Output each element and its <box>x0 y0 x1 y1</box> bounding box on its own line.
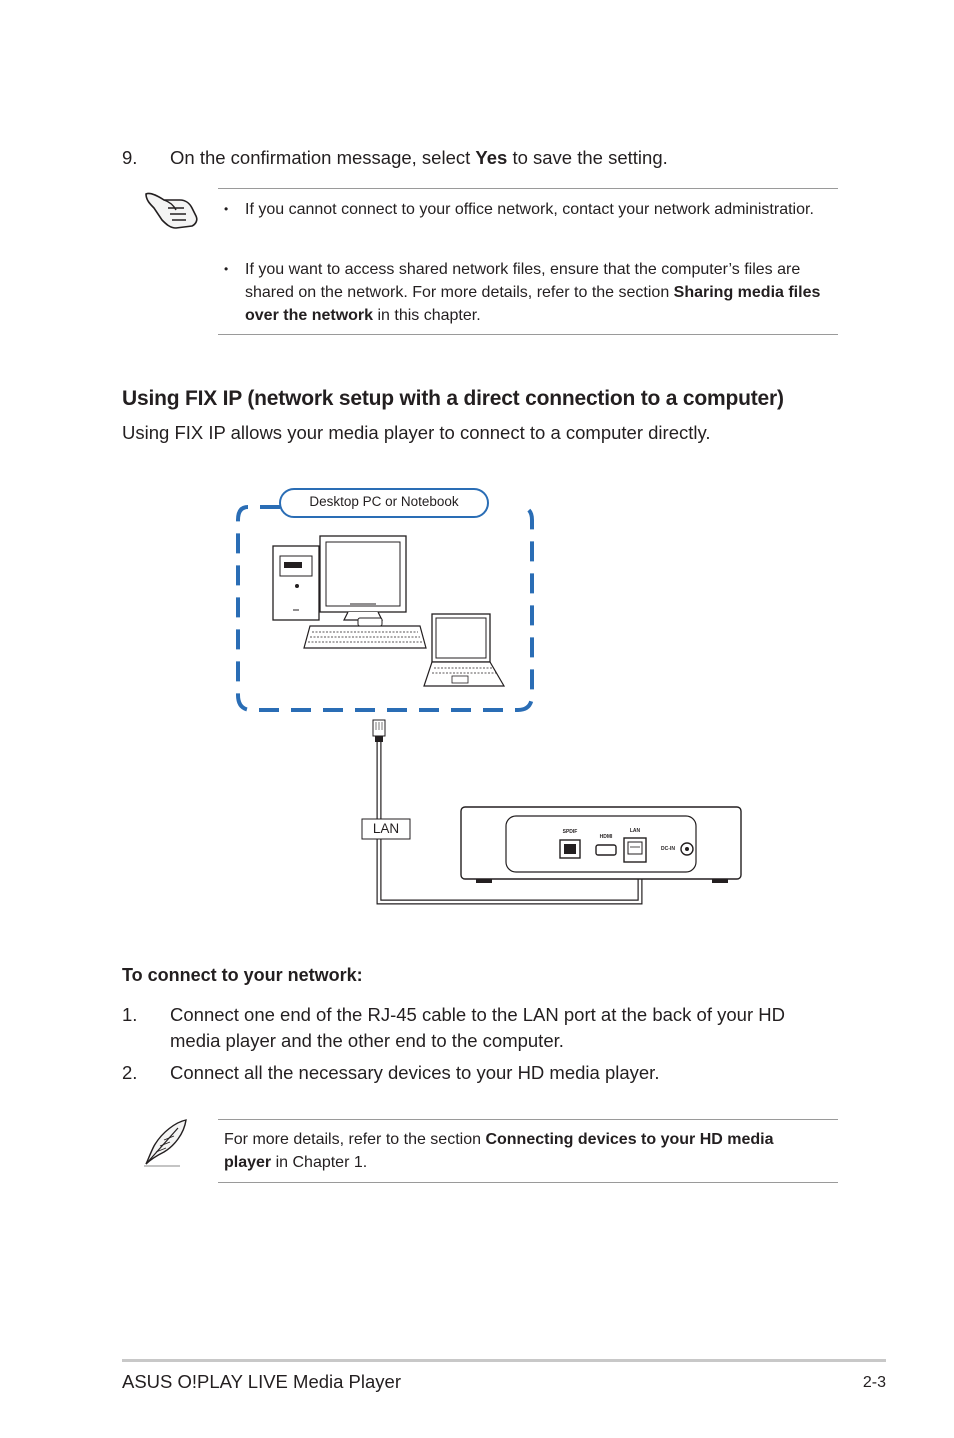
feather-pen-icon <box>140 1116 192 1168</box>
page-number: 2-3 <box>862 1374 886 1391</box>
port-label-dcin: DC-IN <box>661 846 675 852</box>
note1-top-rule <box>218 188 838 189</box>
step-number: 1. <box>122 1004 138 1025</box>
connect-step-2: 2. Connect all the necessary devices to … <box>122 1060 832 1086</box>
note2-bottom-rule <box>218 1182 838 1183</box>
step-number: 9. <box>122 147 138 168</box>
bullet: • <box>224 262 229 276</box>
keyboard-icon <box>303 617 427 649</box>
note1-bottom-rule <box>218 334 838 335</box>
lan-label-box <box>361 818 411 840</box>
section-reference: Sharing media files over the network <box>245 284 821 324</box>
section-reference: Connecting devices to your HD media play… <box>224 1131 774 1171</box>
step-9: 9. On the confirmation message, select Ye… <box>122 145 842 171</box>
connect-title: To connect to your network: <box>122 965 363 985</box>
laptop-icon <box>423 613 506 687</box>
bullet: • <box>224 202 229 216</box>
note1-item-2: • If you want to access shared network f… <box>224 258 824 327</box>
note2-top-rule <box>218 1119 838 1120</box>
pc-label: Desktop PC or Notebook <box>309 494 459 509</box>
pointing-hand-icon <box>140 186 202 232</box>
rj45-plug-icon <box>372 719 386 742</box>
step-text: On the confirmation message, select Yes … <box>170 147 668 168</box>
port-label-lan: LAN <box>629 828 641 834</box>
connect-step-1: 1. Connect one end of the RJ-45 cable to… <box>122 1002 832 1054</box>
footer-rule <box>122 1359 886 1362</box>
step-text: Connect all the necessary devices to you… <box>170 1062 660 1083</box>
desktop-tower-icon <box>272 545 320 621</box>
section-heading: Using FIX IP (network setup with a direc… <box>122 387 784 410</box>
section-intro: Using FIX IP allows your media player to… <box>122 422 711 443</box>
lan-label: LAN <box>372 821 400 836</box>
pc-label-pill <box>279 488 489 518</box>
step-text: Connect one end of the RJ-45 cable to th… <box>170 1004 785 1051</box>
step-number: 2. <box>122 1062 138 1083</box>
note2-text: For more details, refer to the section C… <box>224 1131 774 1171</box>
footer-title: ASUS O!PLAY LIVE Media Player <box>122 1371 401 1392</box>
monitor-icon <box>319 535 407 621</box>
network-diagram: Desktop PC or Notebook LAN SPDIF HDMI LA… <box>220 480 760 910</box>
media-player-icon <box>460 806 742 883</box>
note1-item-1: • If you cannot connect to your office n… <box>224 198 824 221</box>
pc-group-dashed-border <box>236 505 534 712</box>
port-label-hdmi: HDMI <box>599 834 613 840</box>
port-label-spdif: SPDIF <box>562 829 578 835</box>
